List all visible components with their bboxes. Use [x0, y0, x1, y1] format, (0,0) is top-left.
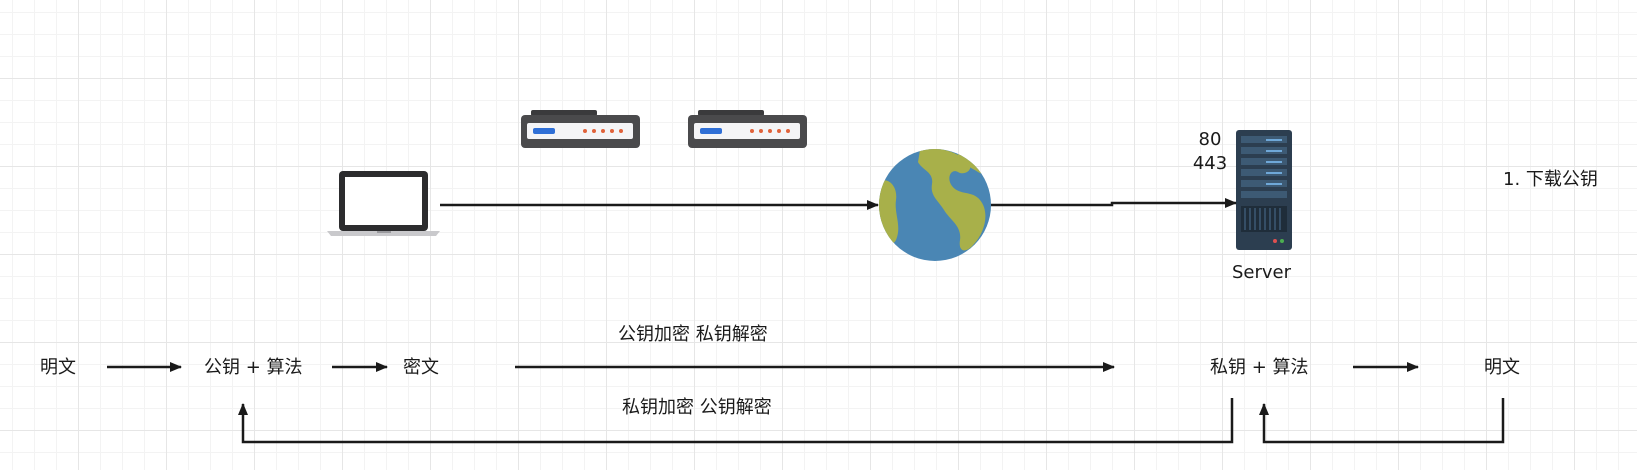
right-plaintext-label: 明文	[1484, 357, 1520, 378]
public-encrypt-private-decrypt-caption: 公钥加密 私钥解密	[618, 324, 768, 345]
router-icon	[521, 110, 640, 148]
server-label: Server	[1232, 262, 1292, 283]
server-icon	[1236, 130, 1292, 250]
port-https: 443	[1192, 153, 1228, 174]
ciphertext-label: 密文	[403, 357, 439, 378]
right-key-algorithm-label: 私钥 + 算法	[1210, 357, 1309, 378]
private-encrypt-public-decrypt-caption: 私钥加密 公钥解密	[622, 397, 772, 418]
globe-icon	[879, 149, 991, 261]
return-arrow-left	[238, 398, 1234, 444]
return-arrow-right	[1259, 398, 1505, 444]
router-icon	[688, 110, 807, 148]
left-key-algorithm-label: 公钥 + 算法	[204, 357, 303, 378]
port-http: 80	[1198, 129, 1222, 150]
left-plaintext-label: 明文	[40, 357, 76, 378]
download-public-key-note: 1. 下载公钥	[1503, 169, 1598, 190]
server-ports: 80 443	[1175, 128, 1245, 176]
internet-to-server-arrow	[991, 198, 1237, 208]
laptop-icon	[327, 171, 440, 236]
